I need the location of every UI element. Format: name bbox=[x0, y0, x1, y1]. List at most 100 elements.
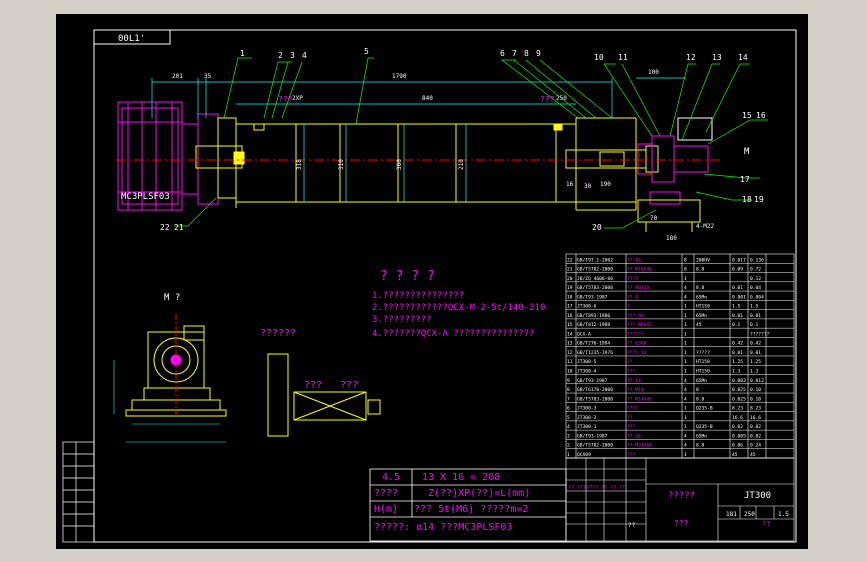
bom-cell: JB/ZQ 4606-86 bbox=[577, 276, 613, 282]
bom-cell: 4 bbox=[567, 424, 570, 430]
bom-cell: ?? M8X20 bbox=[627, 285, 649, 291]
bom-cell: HT150 bbox=[696, 304, 710, 310]
scale-c: 1.5 bbox=[778, 511, 789, 518]
part-8: 8 bbox=[524, 49, 529, 58]
bom-cell: 0.1 bbox=[732, 322, 741, 328]
section-view: ?????? ??? ??? bbox=[260, 328, 381, 437]
bom-cell: 18 bbox=[567, 294, 573, 300]
base-plate-right bbox=[637, 199, 701, 232]
spec-r3-b: ??? 5t(M6) ?????m=2 bbox=[414, 504, 528, 515]
bom-cell: 10 bbox=[567, 369, 573, 375]
dim-d210: 210 bbox=[458, 159, 465, 170]
bom-cell: 0.06 bbox=[732, 443, 743, 449]
scale-a: 181 bbox=[726, 511, 737, 518]
bom-cell: 45 bbox=[750, 452, 756, 458]
bom-cell: 1 bbox=[684, 322, 687, 328]
part-22: 22 bbox=[160, 223, 170, 232]
bom-cell: GB/T5782-2000 bbox=[577, 443, 613, 449]
bom-cell: ??? bbox=[627, 452, 636, 458]
dim-30: 30 bbox=[584, 183, 592, 190]
drawing-frame bbox=[93, 29, 797, 543]
bom-cell: 8 bbox=[684, 257, 687, 263]
bom-cell: 8.8 bbox=[696, 396, 705, 402]
view-b-label: M ? bbox=[164, 293, 180, 303]
bom-cell: 22 bbox=[567, 257, 573, 263]
part-18: 18 bbox=[742, 195, 752, 204]
bom-cell: 1 bbox=[684, 331, 687, 337]
bom-cell: ?? bbox=[627, 415, 633, 421]
spec-r2-b: Z(??)XP(??)=L(mm) bbox=[428, 488, 530, 499]
bom-cell: 0.025 bbox=[732, 396, 746, 402]
bom-cell: 1 bbox=[684, 359, 687, 365]
part-4: 4 bbox=[302, 51, 307, 60]
spec-r2-a: ???? bbox=[374, 488, 398, 499]
bom-cell: 20 bbox=[567, 276, 573, 282]
dim-190: 190 bbox=[600, 181, 611, 188]
part-1: 1 bbox=[240, 49, 245, 58]
spec-r1-b: 13 X 16 = 208 bbox=[422, 472, 500, 483]
view-a-label: M bbox=[744, 147, 750, 157]
bom-cell: 1 bbox=[684, 369, 687, 375]
bom-cell: ?? 16 bbox=[627, 257, 641, 263]
bom-cell: 45 bbox=[732, 452, 738, 458]
section-q2: ??? bbox=[340, 380, 358, 391]
bom-cell: 0.136 bbox=[750, 257, 764, 263]
bom-cell: 65Mn bbox=[696, 294, 707, 300]
dim-1790: 1790 bbox=[392, 73, 407, 80]
bom-cell: 1 bbox=[684, 452, 687, 458]
bom-cell: 0.001 bbox=[732, 294, 746, 300]
bom-cell: ?? 6308 bbox=[627, 341, 647, 347]
bom-cell: 65Mn bbox=[696, 378, 707, 384]
title-stamp: 00L1' bbox=[118, 34, 145, 44]
bom-cell: Q235-B bbox=[696, 406, 713, 412]
scale-b: 250 bbox=[744, 511, 755, 518]
bom-cell: 8.23 bbox=[750, 406, 761, 412]
bom-cell: 4 bbox=[684, 433, 687, 439]
bom-cell: ?? M16X40 bbox=[627, 267, 652, 273]
dim-180: 180 bbox=[666, 235, 677, 242]
bom-cell: 4 bbox=[684, 396, 687, 402]
bom-cell: 45 bbox=[696, 322, 702, 328]
bom-cell: 4 bbox=[684, 378, 687, 384]
bom-cell: 6 bbox=[567, 406, 570, 412]
bom-cell: GB/T5783-2000 bbox=[577, 396, 613, 402]
part-10: 10 bbox=[594, 53, 604, 62]
bom-cell: HT150 bbox=[696, 359, 710, 365]
dim-201: 201 bbox=[172, 73, 183, 80]
bom-cell: 0.10 bbox=[750, 387, 761, 393]
bom-cell: 21 bbox=[567, 267, 573, 273]
part-3: 3 bbox=[290, 51, 295, 60]
bom-cell: 0.01 bbox=[732, 285, 743, 291]
bom-cell: JT300-1 bbox=[577, 424, 597, 430]
motor-assembly bbox=[117, 101, 219, 211]
drum-section bbox=[267, 353, 289, 437]
dim-2xp: 2XP bbox=[292, 95, 303, 102]
part-17: 17 bbox=[740, 175, 750, 184]
bom-cell: ??????? bbox=[750, 331, 770, 337]
dim-d310: 310 bbox=[338, 159, 345, 170]
bom-cell: 16 bbox=[567, 313, 573, 319]
bom-cell: ?? M14X45 bbox=[627, 396, 652, 402]
bom-cell: 65Mn bbox=[696, 313, 707, 319]
cad-drawing: 00L1' MC3PLSF03 bbox=[62, 29, 797, 543]
bom-cell: ?????? bbox=[627, 331, 644, 337]
side-view: M ? bbox=[113, 293, 227, 443]
bom-cell: 8.23 bbox=[732, 406, 743, 412]
technical-notes: ? ? ? ? 1.??????????????? 2.????????????… bbox=[372, 269, 545, 339]
sheet-count: ?? bbox=[762, 520, 770, 528]
part-7: 7 bbox=[512, 49, 517, 58]
roller-tube bbox=[235, 117, 637, 211]
dim-100: 100 bbox=[648, 69, 659, 76]
dim-840: 840 bbox=[422, 95, 433, 102]
spec-r1-a: 4.5 bbox=[382, 472, 400, 483]
note-2: 2.????????????QCX-M-2-5t/140-210 bbox=[372, 303, 545, 313]
bom-cell: 17 bbox=[567, 304, 573, 310]
leader-lines bbox=[174, 57, 768, 229]
bom-cell: 0.02 bbox=[732, 424, 743, 430]
bom-cell: 4 bbox=[684, 285, 687, 291]
bom-cell: ??? bbox=[627, 424, 636, 430]
roller-main-view: MC3PLSF03 bbox=[116, 47, 768, 242]
bom-cell: GB/T812-1988 bbox=[577, 322, 610, 328]
motor-label: MC3PLSF03 bbox=[121, 192, 170, 202]
